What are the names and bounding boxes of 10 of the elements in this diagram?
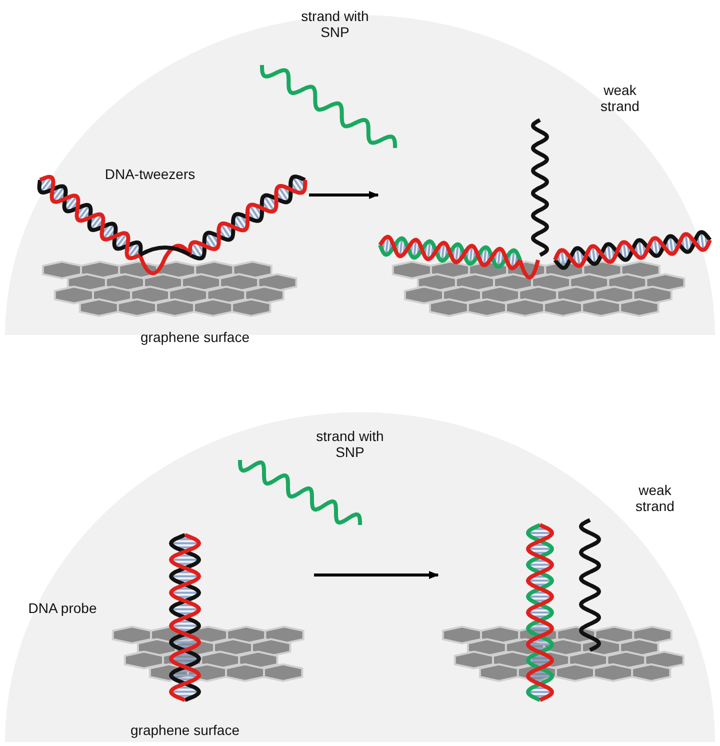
label: weak strand: [634, 482, 676, 514]
label: graphene surface: [140, 329, 250, 345]
label: DNA-tweezers: [104, 166, 196, 182]
label: strand with SNP: [300, 8, 370, 40]
label: strand with SNP: [315, 428, 385, 460]
label: DNA probe: [27, 600, 98, 616]
arrow: [314, 571, 439, 579]
arrow: [309, 191, 379, 199]
label: weak strand: [600, 82, 640, 114]
label: graphene surface: [130, 722, 240, 738]
